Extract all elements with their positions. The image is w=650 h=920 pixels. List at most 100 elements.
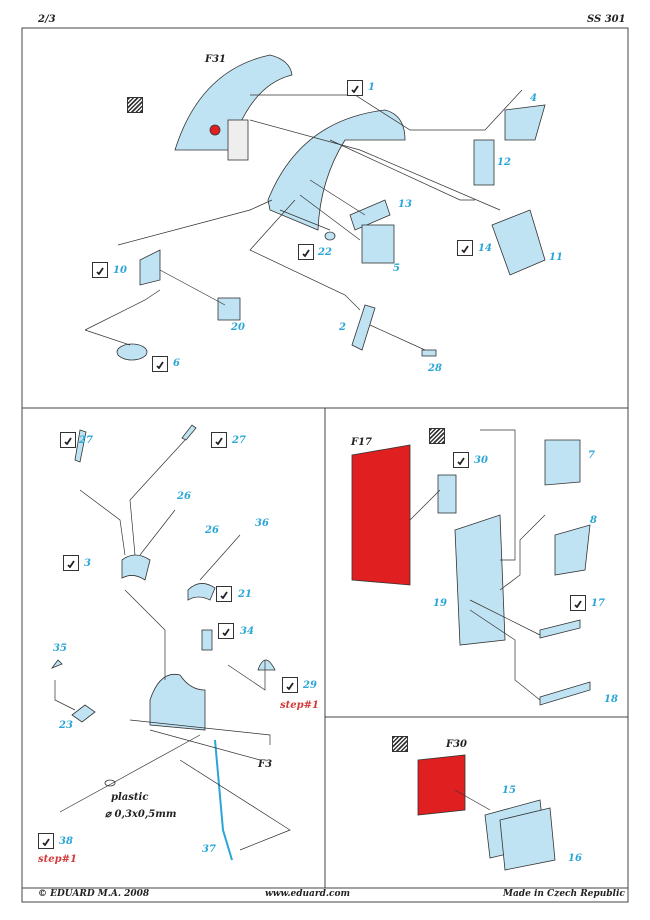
- part-28: [421, 349, 437, 357]
- part-29: [257, 659, 276, 671]
- part-label: 7: [588, 450, 595, 461]
- footer-bar: [21, 887, 629, 903]
- part-10: [139, 249, 161, 286]
- website: www.eduard.com: [265, 889, 351, 899]
- part-f31-red: [209, 124, 221, 136]
- part-label: 4: [530, 93, 537, 104]
- part-label: 20: [231, 322, 245, 333]
- step-note: step#1: [38, 854, 77, 865]
- part-30: [437, 474, 457, 514]
- check-icon: [347, 80, 363, 96]
- part-22: [324, 231, 336, 241]
- part-label: 10: [113, 265, 127, 276]
- part-label: 38: [59, 836, 73, 847]
- part-19: [454, 514, 506, 646]
- product-code: SS 301: [587, 14, 626, 25]
- bend-hatch-icon: [429, 428, 445, 444]
- seat-f3: [149, 673, 206, 731]
- ref-f17: F17: [351, 437, 373, 448]
- copyright: © EDUARD M.A. 2008: [38, 889, 150, 899]
- bend-hatch-icon: [127, 97, 143, 113]
- part-label: 37: [202, 844, 216, 855]
- origin: Made in Czech Republic: [503, 889, 625, 899]
- check-icon: [211, 432, 227, 448]
- part-f17: [351, 444, 411, 586]
- part-label: 29: [303, 680, 317, 691]
- part-1: [267, 109, 406, 231]
- part-label: 14: [478, 243, 492, 254]
- part-3: [121, 554, 151, 581]
- part-label: 34: [240, 626, 254, 637]
- part-label: 27: [232, 435, 246, 446]
- size-note: ⌀ 0,3x0,5mm: [105, 809, 177, 820]
- check-icon: [453, 452, 469, 468]
- part-label: 30: [474, 455, 488, 466]
- part-2: [351, 304, 376, 351]
- check-icon: [216, 586, 232, 602]
- part-label: 6: [173, 358, 180, 369]
- part-37: [214, 739, 233, 861]
- check-icon: [298, 244, 314, 260]
- step-note: step#1: [280, 700, 319, 711]
- part-21: [187, 583, 216, 601]
- part-11: [491, 209, 546, 276]
- part-label: 17: [591, 598, 605, 609]
- part-label: 23: [59, 720, 73, 731]
- part-f31-base: [227, 119, 249, 161]
- part-label: 19: [433, 598, 447, 609]
- part-label: 36: [255, 518, 269, 529]
- part-label: 1: [368, 82, 375, 93]
- plastic-rod: [104, 779, 116, 787]
- part-label: 2: [339, 322, 346, 333]
- part-34: [201, 629, 213, 651]
- part-label: 16: [568, 853, 582, 864]
- part-7: [544, 439, 581, 486]
- check-icon: [152, 356, 168, 372]
- check-icon: [60, 432, 76, 448]
- bend-hatch-icon: [392, 736, 408, 752]
- part-20: [217, 297, 241, 321]
- part-label: 35: [53, 643, 67, 654]
- ref-f3: F3: [258, 759, 273, 770]
- part-label: 21: [238, 589, 252, 600]
- part-27b: [181, 424, 197, 441]
- part-f31-canopy: [174, 54, 293, 151]
- check-icon: [63, 555, 79, 571]
- part-label: 28: [428, 363, 442, 374]
- part-label: 27: [79, 435, 93, 446]
- part-12: [473, 139, 495, 186]
- check-icon: [92, 262, 108, 278]
- part-label: 8: [590, 515, 597, 526]
- part-17: [539, 619, 581, 639]
- ref-f30: F30: [446, 739, 468, 750]
- part-27a: [74, 429, 87, 463]
- part-23: [71, 704, 96, 723]
- part-label: 3: [84, 558, 91, 569]
- part-18: [539, 681, 591, 706]
- part-13: [349, 199, 391, 231]
- part-16: [499, 807, 556, 871]
- part-label: 22: [318, 247, 332, 258]
- part-f30: [417, 754, 466, 816]
- check-icon: [282, 677, 298, 693]
- page-number: 2/3: [38, 14, 56, 25]
- part-35: [50, 659, 63, 669]
- ref-f31: F31: [205, 54, 227, 65]
- check-icon: [457, 240, 473, 256]
- part-8: [554, 524, 591, 576]
- part-label: 26: [205, 525, 219, 536]
- check-icon: [570, 595, 586, 611]
- part-5: [361, 224, 395, 264]
- part-label: 13: [398, 199, 412, 210]
- check-icon: [218, 623, 234, 639]
- part-label: 11: [549, 252, 563, 263]
- part-label: 12: [497, 157, 511, 168]
- material-note: plastic: [111, 792, 149, 803]
- part-4: [504, 104, 546, 141]
- part-label: 26: [177, 491, 191, 502]
- part-label: 15: [502, 785, 516, 796]
- part-6: [116, 343, 148, 361]
- part-label: 5: [393, 263, 400, 274]
